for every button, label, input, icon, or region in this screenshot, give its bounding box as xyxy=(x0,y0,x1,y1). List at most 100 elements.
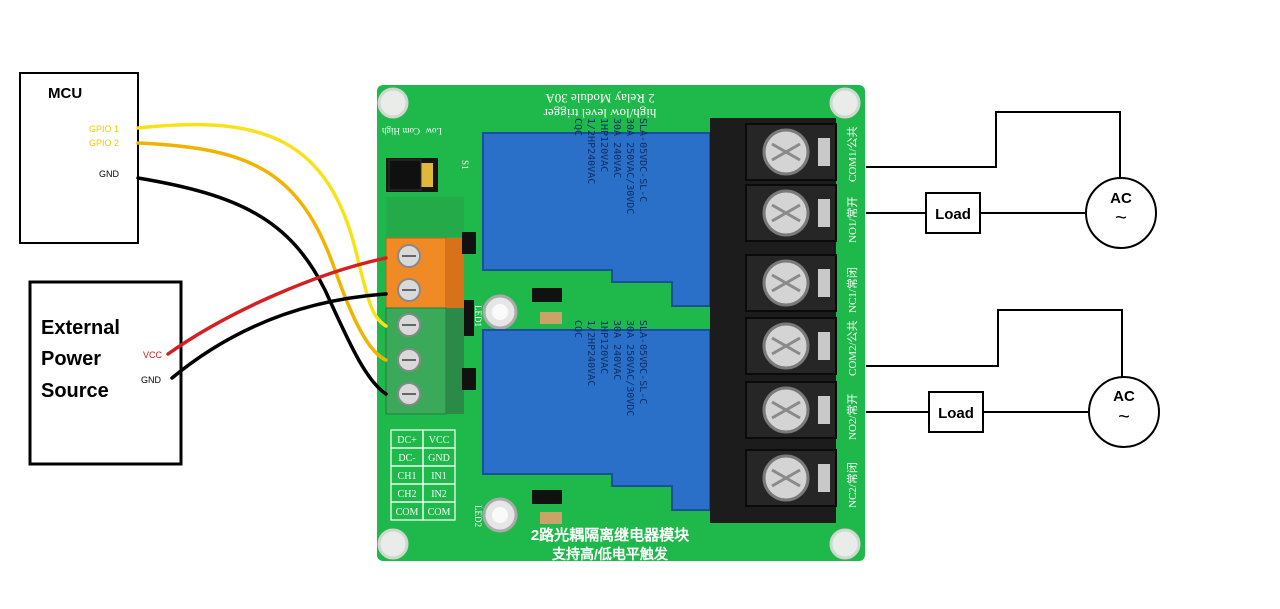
com2-wire xyxy=(866,309,1123,377)
relay-label: 30A 250VAC/30VDC xyxy=(624,320,635,416)
mount-hole-tl xyxy=(377,87,409,119)
mcu-gpio2-label: GPIO 2 xyxy=(89,138,119,148)
board-top-line1: high/low level trigger xyxy=(543,106,656,121)
vcc-wire xyxy=(166,256,388,356)
input-terminal xyxy=(385,197,464,415)
resistor xyxy=(540,512,562,524)
jumper-com-label: Com xyxy=(402,126,420,136)
relay-label: 30A 240VAC xyxy=(611,118,622,178)
relay-board: high/low level trigger 2 Relay Module 30… xyxy=(377,85,865,562)
output-label: COM1/公共 xyxy=(846,126,859,182)
pin-table-label: VCC xyxy=(429,435,450,446)
pin-table-label: IN2 xyxy=(431,489,447,500)
power-block: External Power Source VCC GND xyxy=(28,280,183,466)
output-label: NO1/常开 xyxy=(846,197,859,243)
mount-hole-br xyxy=(829,528,861,560)
power-gnd-label: GND xyxy=(141,375,162,385)
relay-label: SLA-05VDC-SL-C xyxy=(637,320,648,404)
output-label: NO2/常开 xyxy=(846,394,859,440)
screw-slot xyxy=(771,336,801,356)
load-circuit-2: Load AC ~ xyxy=(866,309,1160,448)
ac-source-2 xyxy=(1088,376,1160,448)
board-top-line2: 2 Relay Module 30A xyxy=(545,91,655,106)
screw-slot xyxy=(771,142,801,162)
board-bottom-line2: 支持高/低电平触发 xyxy=(551,546,669,562)
ac-wave-2-icon: ~ xyxy=(1118,406,1130,428)
screw-slot xyxy=(771,203,801,223)
load-circuit-1: Load AC ~ xyxy=(866,111,1157,249)
relay-label: 1/2HP240VAC xyxy=(585,320,596,386)
terminal-clamp xyxy=(818,138,830,166)
terminal-clamp xyxy=(818,332,830,360)
pin-table-label: COM xyxy=(396,507,419,518)
ac-wave-1-icon: ~ xyxy=(1115,207,1127,229)
resistor xyxy=(540,312,562,324)
relay-label: 30A 240VAC xyxy=(611,320,622,380)
mcu-gnd-label: GND xyxy=(99,169,120,179)
ac-source-1 xyxy=(1085,177,1157,249)
jumper-pin xyxy=(421,163,433,187)
mcu-block: MCU GPIO 1 GPIO 2 GND xyxy=(19,72,139,244)
relay-label: 1HP120VAC xyxy=(598,320,609,374)
mcu-box xyxy=(19,72,139,244)
trigger-jumper: High Com Low S1 xyxy=(382,126,470,192)
relay-label: CQC xyxy=(572,320,583,338)
load-1-label: Load xyxy=(935,206,971,223)
relay-label: 1/2HP240VAC xyxy=(585,118,596,184)
jumper-low-label: Low xyxy=(425,126,442,136)
mount-hole-tr xyxy=(829,87,861,119)
output-terminal: COM1/公共 NO1/常开 NC1/常闭 COM2/公共 NO2/常开 NC2/常闭 xyxy=(710,118,859,523)
power-gnd-wire xyxy=(170,292,388,380)
mcu-gpio1-label: GPIO 1 xyxy=(89,124,119,134)
relay-label: CQC xyxy=(572,118,583,136)
terminal-clamp xyxy=(818,269,830,297)
pin-table-label: GND xyxy=(428,453,450,464)
gpio1-wire xyxy=(136,122,388,328)
jumper-high-label: High xyxy=(382,126,401,136)
screw-slot xyxy=(771,400,801,420)
gpio2-wire xyxy=(136,141,388,362)
pin-table-label: DC- xyxy=(398,453,415,464)
pin-table-label: CH2 xyxy=(398,489,417,500)
power-box xyxy=(28,280,183,466)
pin-table-label: CH1 xyxy=(398,471,417,482)
ac-source-2-label: AC xyxy=(1113,388,1135,405)
load-2-box xyxy=(928,391,984,433)
input-wires xyxy=(136,122,388,396)
mcu-title: MCU xyxy=(48,85,82,102)
screw-slot xyxy=(771,468,801,488)
relay-label: 30A 250VAC/30VDC xyxy=(624,118,635,214)
terminal-clamp xyxy=(818,199,830,227)
component-chip xyxy=(464,300,474,336)
output-label: COM2/公共 xyxy=(846,320,859,376)
com1-wire xyxy=(866,111,1121,178)
pin-table-label: IN1 xyxy=(431,471,447,482)
power-title-line2: Power xyxy=(41,348,101,370)
pin-table-cell xyxy=(422,501,456,521)
power-vcc-label: VCC xyxy=(143,350,163,360)
board-bottom-line1: 2路光耦隔离继电器模块 xyxy=(531,526,690,544)
load-1-box xyxy=(925,192,981,234)
relay-label: 1HP120VAC xyxy=(598,118,609,172)
load-2-label: Load xyxy=(938,405,974,422)
power-title-line3: Source xyxy=(41,380,109,402)
jumper-cap xyxy=(388,159,422,191)
pin-table-label: COM xyxy=(428,507,451,518)
relay-label: SLA-05VDC-SL-C xyxy=(637,118,648,202)
diode xyxy=(532,288,562,302)
component-chip xyxy=(462,368,476,390)
ac-source-1-label: AC xyxy=(1110,190,1132,207)
terminal-clamp xyxy=(818,396,830,424)
screw-slot xyxy=(771,273,801,293)
power-title-line1: External xyxy=(41,317,120,339)
output-label: NC1/常闭 xyxy=(846,267,859,313)
component-chip xyxy=(462,232,476,254)
mount-hole-bl xyxy=(377,528,409,560)
terminal-clamp xyxy=(818,464,830,492)
output-label: NC2/常闭 xyxy=(846,462,859,508)
jumper-s1-label: S1 xyxy=(460,160,470,170)
diode xyxy=(532,490,562,504)
